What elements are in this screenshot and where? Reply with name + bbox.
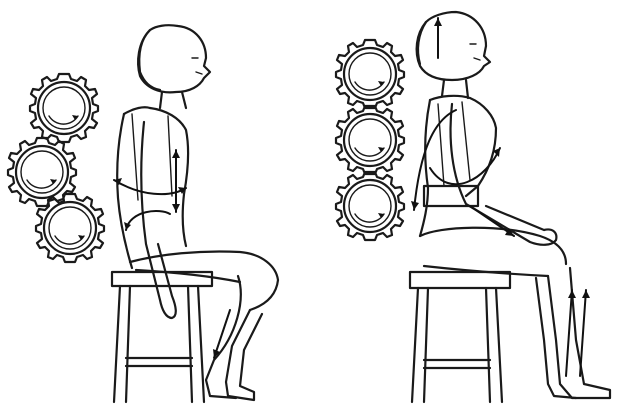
gear-middle-left <box>8 138 76 206</box>
upright-panel <box>336 12 610 402</box>
slouched-panel <box>8 25 278 402</box>
gear-top-left <box>30 74 98 142</box>
gear-top-right <box>336 40 404 108</box>
upright-figure <box>411 12 610 398</box>
gear-middle-right <box>336 106 404 174</box>
gear-bottom-right <box>336 172 404 240</box>
slouched-figure <box>114 25 278 400</box>
gear-bottom-left <box>36 194 104 262</box>
stool-right <box>410 272 510 402</box>
stool-left <box>112 272 212 402</box>
